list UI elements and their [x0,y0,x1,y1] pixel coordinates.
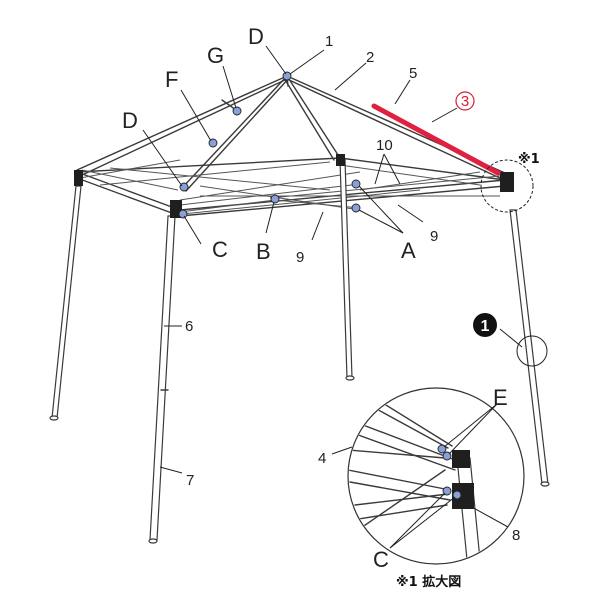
zoom-caption: ※1 拡大図 [396,574,461,590]
label-c: C [212,237,228,262]
label-circled-one-group: 1 [473,313,497,337]
joint-markers [178,71,361,219]
zoom-detail [331,387,525,565]
label-zoom-ref: ※1 [518,152,540,167]
canopy-frame [49,71,550,544]
label-8: 8 [512,527,520,544]
joint-a-lower [351,203,361,213]
legs [49,159,550,544]
label-2: 2 [366,49,374,66]
corner-detail-marker [480,159,534,213]
label-6: 6 [185,318,193,335]
label-b: B [256,239,271,264]
label-9-left: 9 [296,249,304,266]
label-9-right: 9 [430,228,438,245]
label-g: G [207,43,224,68]
joint-d-left [179,182,189,192]
label-d-top: D [248,24,264,49]
joint-apex [282,71,292,81]
scissor-trusses [79,159,501,215]
label-e: E [493,385,508,410]
joint-b [270,194,280,204]
leg-lock-marker [516,335,548,367]
label-7: 7 [186,472,194,489]
joint-g [232,106,242,116]
label-3: 3 [461,93,469,110]
corner-brackets [74,154,514,218]
joint-a-upper [351,179,361,189]
label-5: 5 [409,65,417,82]
label-3-group: 3 [455,91,475,111]
labels: D 1 2 5 3 G F D 10 ※1 C B 9 A 9 6 7 1 E … [122,24,540,590]
label-a: A [401,238,416,263]
label-1: 1 [325,33,333,50]
label-c-zoom: C [373,547,389,572]
joint-c-left [178,209,188,219]
label-10: 10 [376,137,393,154]
highlighted-rafter [371,103,501,176]
label-4: 4 [318,450,326,467]
label-f: F [165,67,178,92]
callout-lines [142,45,523,474]
roof-rafters [76,75,506,192]
label-d-left: D [122,108,138,133]
label-circled-one: 1 [481,318,490,335]
